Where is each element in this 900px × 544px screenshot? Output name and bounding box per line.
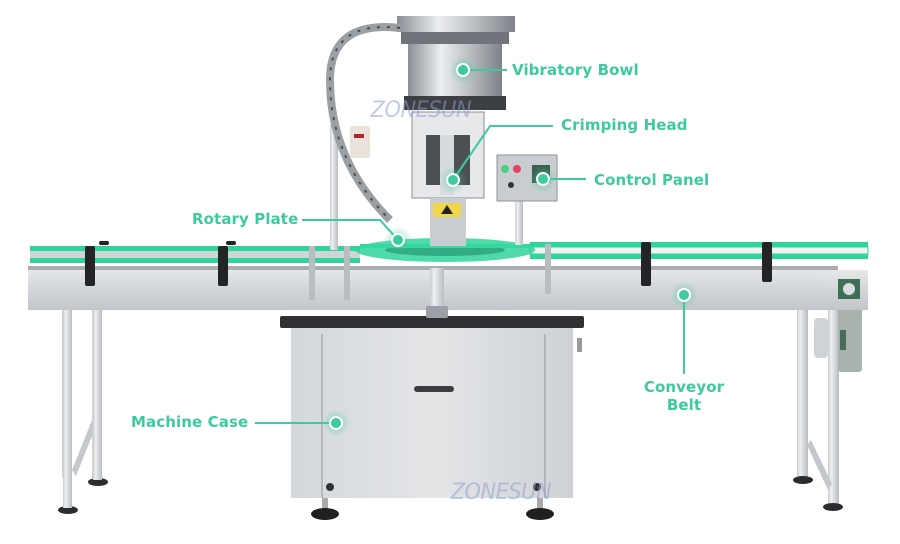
controller-box	[350, 126, 370, 158]
label-conveyor-belt-line2: Belt	[666, 396, 702, 414]
label-conveyor-belt-line1: Conveyor	[643, 378, 725, 396]
label-crimping-head: Crimping Head	[561, 116, 688, 134]
watermark-top: ZONESUN	[370, 98, 472, 123]
rail-clamps	[85, 241, 772, 300]
label-control-panel: Control Panel	[594, 171, 710, 189]
panel-post	[515, 195, 523, 245]
conveyor-frame	[28, 266, 868, 318]
label-rotary-plate: Rotary Plate	[192, 210, 299, 228]
watermark-bottom: ZONESUN	[450, 480, 552, 505]
callout-dot-conveyor-belt	[670, 281, 698, 309]
callout-dots	[322, 56, 698, 437]
callout-dot-rotary-plate	[384, 226, 412, 254]
callout-dot-machine-case	[322, 409, 350, 437]
callout-dot-vibratory-bowl	[449, 56, 477, 84]
label-vibratory-bowl: Vibratory Bowl	[512, 61, 639, 79]
left-legs	[58, 308, 108, 514]
label-machine-case: Machine Case	[131, 413, 249, 431]
right-legs	[793, 306, 862, 511]
callout-dot-crimping-head	[439, 166, 467, 194]
callout-dot-control-panel	[529, 165, 557, 193]
support-column	[330, 125, 338, 250]
